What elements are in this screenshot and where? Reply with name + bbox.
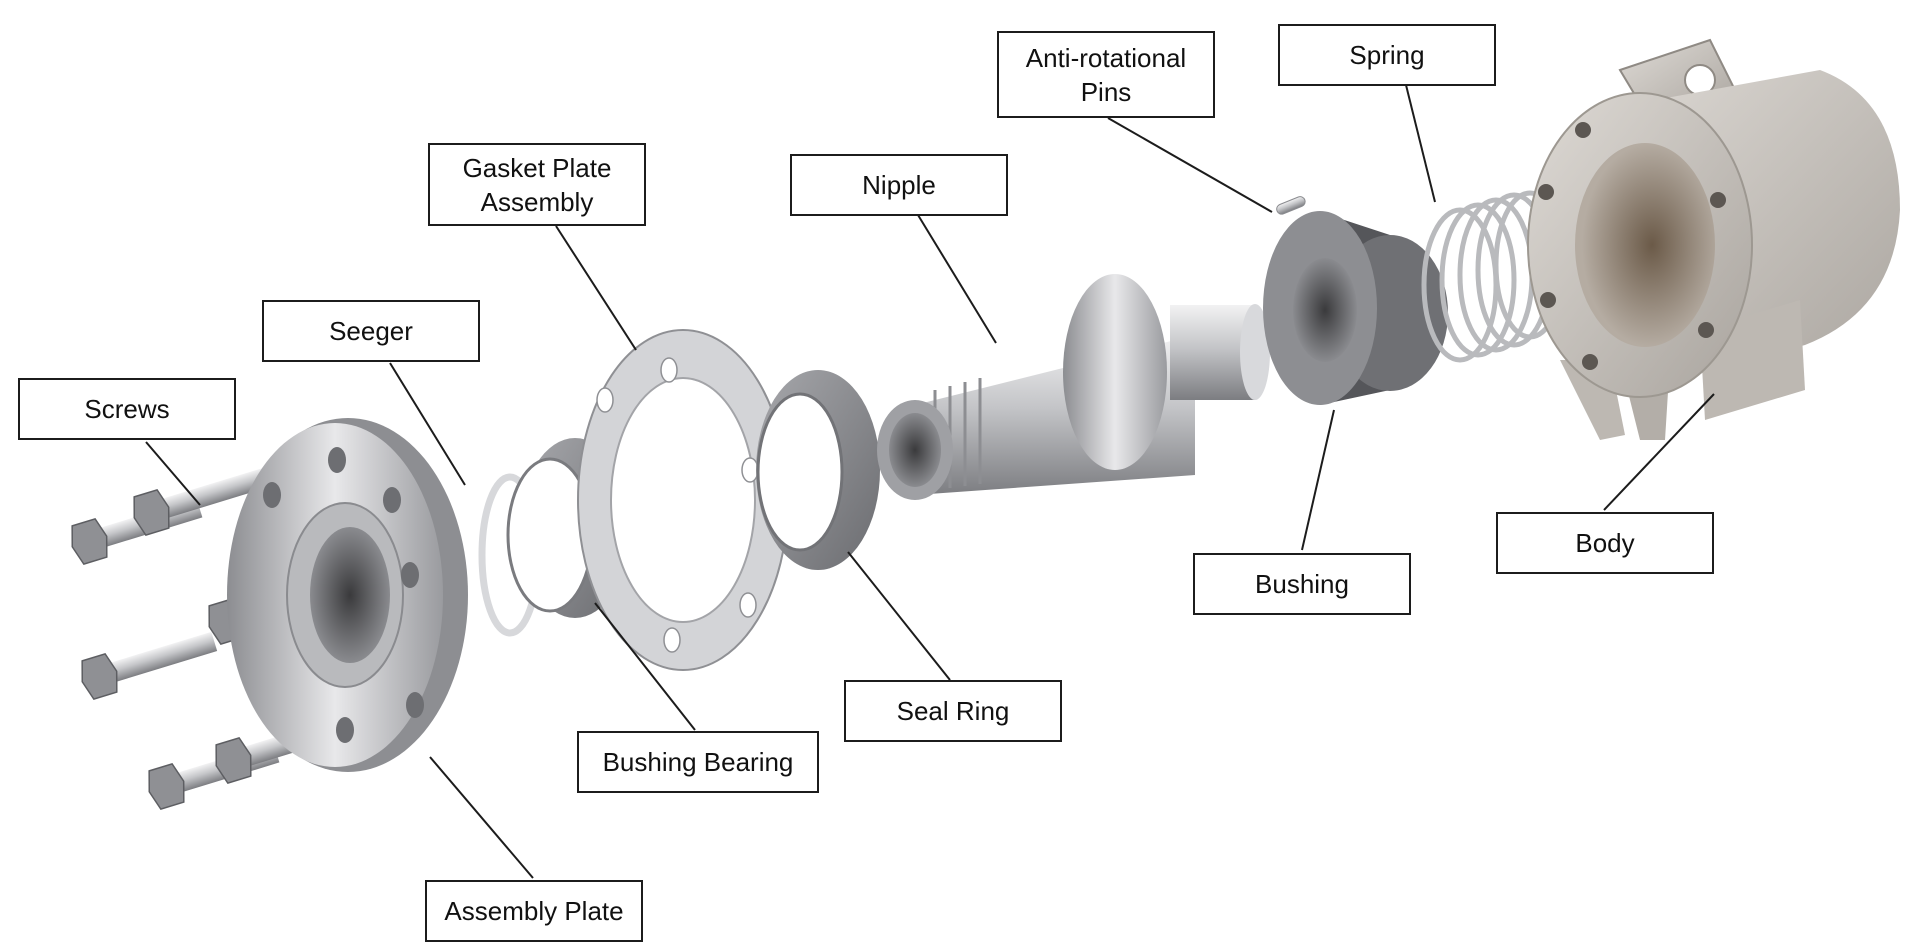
- label-nipple: Nipple: [790, 154, 1008, 216]
- screws-part: [71, 465, 352, 811]
- leader-body: [1603, 393, 1715, 511]
- label-bushing: Bushing: [1193, 553, 1411, 615]
- seal-ring-part: [756, 370, 880, 570]
- label-anti-rotational-pins: Anti-rotational Pins: [997, 31, 1215, 118]
- label-spring: Spring: [1278, 24, 1496, 86]
- label-screws: Screws: [18, 378, 236, 440]
- leader-assembly-plate: [429, 756, 534, 879]
- label-bushing-bearing: Bushing Bearing: [577, 731, 819, 793]
- leader-anti-rotational-pins: [1107, 117, 1273, 213]
- nipple-part: [877, 274, 1270, 500]
- label-seeger: Seeger: [262, 300, 480, 362]
- leader-screws: [145, 441, 201, 506]
- leader-nipple: [917, 214, 997, 344]
- leader-gasket-plate: [555, 225, 637, 351]
- assembly-plate-part: [227, 418, 468, 772]
- bushing-part: [1263, 211, 1448, 405]
- leader-bushing-bearing: [594, 602, 696, 731]
- leader-lines: [145, 84, 1715, 879]
- label-assembly-plate: Assembly Plate: [425, 880, 643, 942]
- leader-bushing: [1301, 409, 1335, 551]
- body-part: [1527, 38, 1900, 440]
- label-seal-ring: Seal Ring: [844, 680, 1062, 742]
- gasket-plate-part: [577, 329, 789, 671]
- label-body: Body: [1496, 512, 1714, 574]
- leader-seal-ring: [847, 551, 951, 681]
- leader-spring: [1405, 84, 1436, 203]
- anti-rotational-pin-part: [1276, 196, 1306, 215]
- leader-seeger: [389, 362, 466, 486]
- label-gasket-plate-assembly: Gasket Plate Assembly: [428, 143, 646, 226]
